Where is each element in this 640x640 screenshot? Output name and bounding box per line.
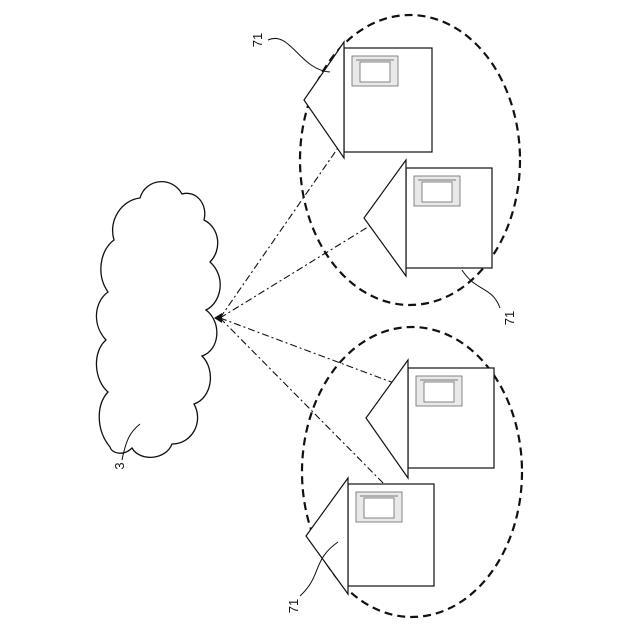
leader-house-mid	[462, 270, 500, 308]
house-4-roof	[306, 478, 348, 594]
house-4	[306, 478, 434, 594]
label-house-bottom: 71	[286, 599, 301, 613]
house-1-roof	[304, 42, 344, 158]
link-to-house-3	[220, 318, 418, 392]
house-2	[364, 160, 492, 276]
link-to-house-4	[220, 318, 392, 492]
house-2-device	[414, 176, 460, 206]
cloud-shape	[96, 182, 220, 458]
leader-house-top	[268, 38, 330, 72]
house-3-roof	[366, 360, 408, 478]
leader-cloud	[122, 424, 140, 460]
house-1-device	[352, 56, 398, 86]
house-4-device	[356, 492, 402, 522]
house-3	[366, 360, 494, 478]
label-cloud: 3	[112, 462, 127, 469]
house-2-roof	[364, 160, 406, 276]
label-house-mid: 71	[502, 311, 517, 325]
house-3-device	[416, 376, 462, 406]
house-1	[304, 42, 432, 158]
label-house-top: 71	[250, 33, 265, 47]
leader-lines	[122, 38, 500, 596]
